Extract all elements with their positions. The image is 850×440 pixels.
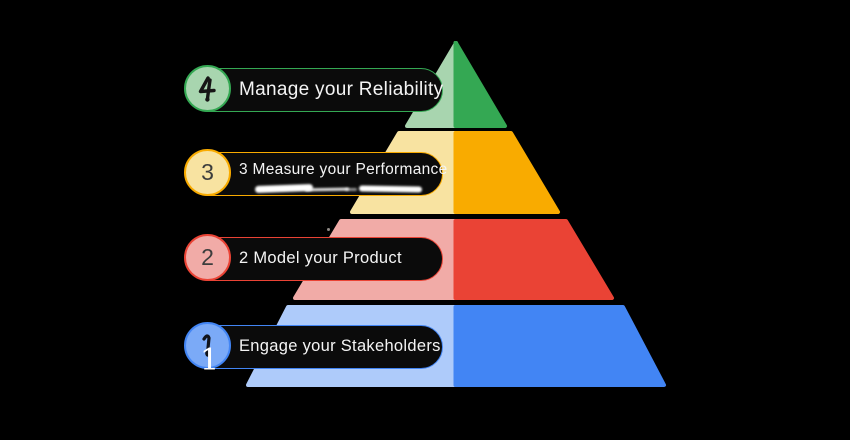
pill-level-3[interactable]: 3 3 Measure your Performance: [184, 149, 447, 196]
pill-label: Manage your Reliability: [239, 79, 444, 100]
white-scribble-mark: [358, 185, 423, 193]
level-1-number-circle: [184, 322, 231, 369]
pill-label: 2 Model your Product: [239, 249, 402, 267]
level-3-number: 3: [201, 159, 214, 185]
pill-label: Engage your Stakeholders: [239, 337, 441, 355]
pyramid-level-1-right[interactable]: [453, 305, 666, 387]
white-serif-numeral-1: 1: [200, 343, 220, 378]
handwritten-1-icon: [201, 333, 211, 357]
pill-level-1[interactable]: Engage your Stakeholders: [184, 322, 443, 369]
stray-dot-speck: [327, 228, 330, 231]
level-2-number: 2: [201, 244, 214, 270]
pill-level-2[interactable]: 2 2 Model your Product: [184, 234, 443, 281]
level-4-number-circle: [184, 65, 231, 112]
handwritten-4-icon: [198, 75, 216, 102]
pyramid-level-3-right[interactable]: [453, 131, 560, 214]
pyramid-level-2-right[interactable]: [453, 219, 614, 300]
level-3-number-circle: 3: [184, 149, 231, 196]
pyramid-level-4-right[interactable]: [453, 41, 507, 128]
white-scribble-mark: [304, 187, 350, 192]
white-scribble-mark: [345, 188, 357, 191]
level-2-number-circle: 2: [184, 234, 231, 281]
pill-level-4[interactable]: Manage your Reliability: [184, 65, 444, 112]
pill-label: 3 Measure your Performance: [239, 161, 448, 178]
